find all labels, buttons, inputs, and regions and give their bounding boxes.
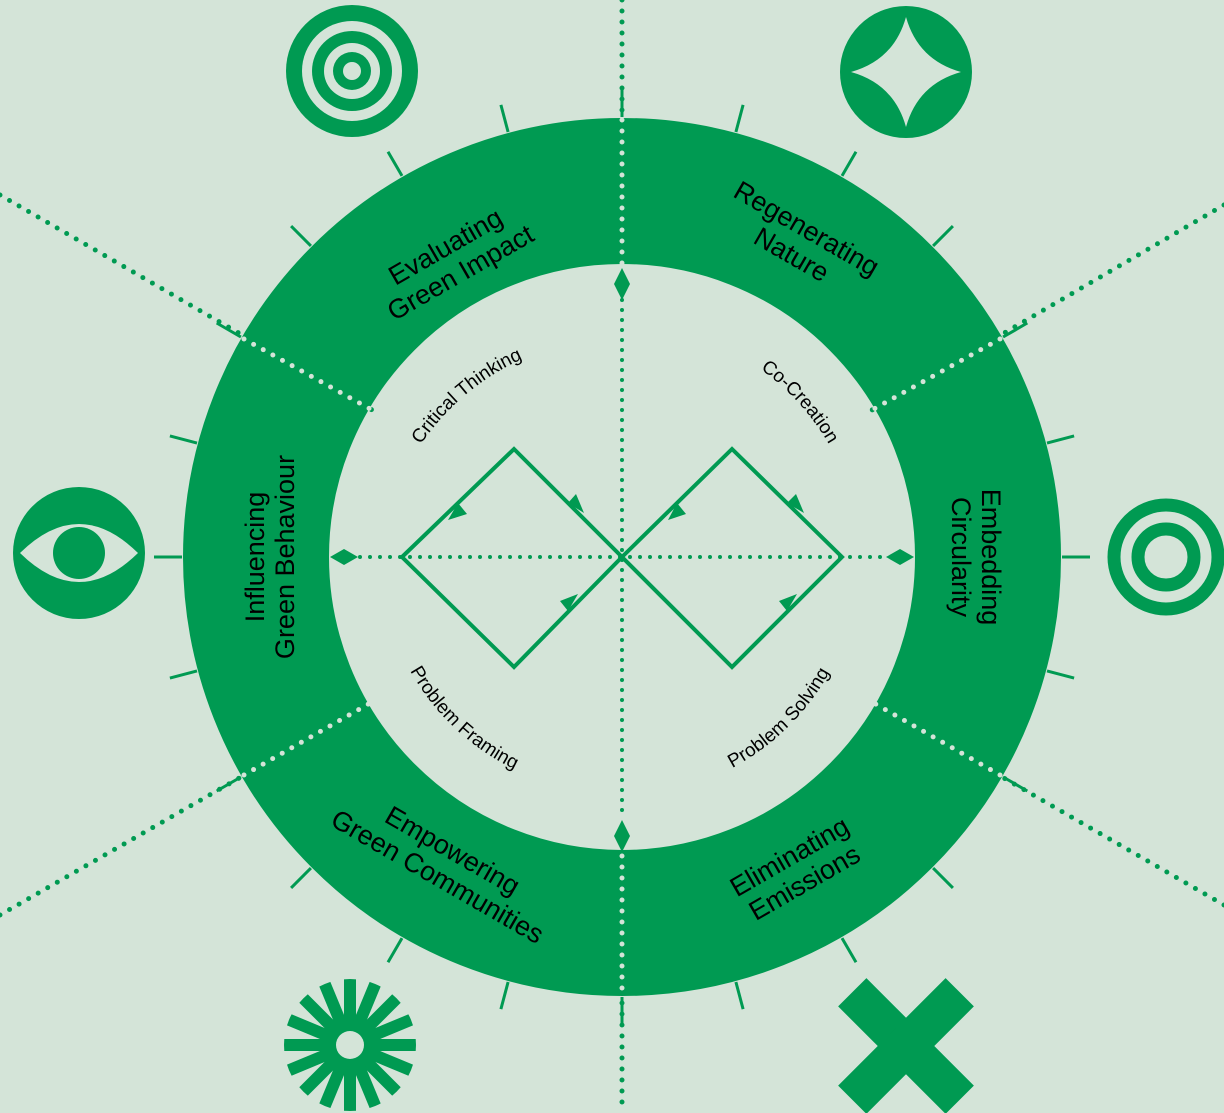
tick-mark — [734, 981, 745, 1010]
skill-co-creation: Co-Creation — [757, 356, 842, 447]
loop-right-diamond — [619, 446, 845, 670]
arrow-right-lower-up — [668, 601, 686, 621]
tick-mark — [169, 669, 198, 680]
divider-lower-right — [869, 699, 1003, 778]
arrow-left-lower-in — [560, 594, 578, 611]
segment-influencing-green-behaviour: Influencing Green Behaviour — [240, 455, 300, 659]
tick-mark — [840, 150, 858, 177]
ring-icon — [1107, 498, 1224, 616]
tick-mark — [169, 434, 198, 445]
divider-upper-left — [241, 336, 375, 413]
arrow-right-up — [668, 503, 686, 520]
diamond-top — [614, 268, 630, 300]
skill-problem-solving: Problem Solving — [724, 664, 834, 772]
arrow-left-down — [568, 494, 584, 513]
axis-diamonds — [330, 268, 914, 852]
tick-mark — [840, 937, 858, 964]
sun-ray — [317, 1042, 356, 1111]
skill-critical-thinking: Critical Thinking — [408, 344, 525, 447]
tick-mark — [1002, 321, 1029, 339]
tick-mark — [215, 775, 242, 793]
cross-icon — [838, 978, 974, 1113]
arrow-right-lower-in — [779, 594, 797, 611]
tick-mark — [290, 225, 312, 247]
concentric-circles-icon — [286, 5, 418, 137]
sun-ray — [284, 1012, 353, 1051]
diamond-bottom — [614, 820, 630, 852]
sunburst-icon — [284, 979, 416, 1111]
segment-label-line2: Circularity — [946, 497, 976, 618]
sun-ray — [317, 979, 356, 1048]
tick-mark — [386, 150, 404, 177]
tick-mark — [499, 981, 510, 1010]
segment-label-line2: Green Behaviour — [270, 455, 300, 659]
divider-upper-right — [869, 336, 1003, 413]
loop-arrows — [448, 494, 804, 621]
sun-ray — [347, 1039, 416, 1078]
segment-label-line1: Influencing — [240, 492, 270, 623]
skill-problem-framing: Problem Framing — [406, 663, 522, 774]
divider-lower-left — [241, 699, 375, 778]
sun-ray — [344, 979, 383, 1048]
wheel-ticks — [154, 89, 1090, 1025]
ring-dividers — [241, 117, 1003, 997]
eye-icon — [13, 487, 145, 619]
diamond-left — [330, 549, 358, 565]
tick-mark — [932, 867, 954, 889]
tick-mark — [734, 104, 745, 133]
tick-mark — [386, 937, 404, 964]
tick-mark — [1002, 775, 1029, 793]
four-point-star-icon — [840, 6, 972, 138]
tick-mark — [1046, 434, 1075, 445]
arrow-right-down — [787, 494, 804, 513]
tick-mark — [932, 225, 954, 247]
tick-mark — [1046, 669, 1075, 680]
segment-embedding-circularity: Embedding Circularity — [946, 489, 1006, 626]
tick-mark — [215, 321, 242, 339]
tick-mark — [499, 104, 510, 133]
diamond-right — [886, 549, 914, 565]
tick-mark — [290, 867, 312, 889]
infinity-loop — [399, 446, 845, 670]
arrow-left-lower-up — [448, 601, 466, 621]
segment-label-line1: Embedding — [976, 489, 1006, 626]
arrow-left-up — [448, 503, 467, 520]
